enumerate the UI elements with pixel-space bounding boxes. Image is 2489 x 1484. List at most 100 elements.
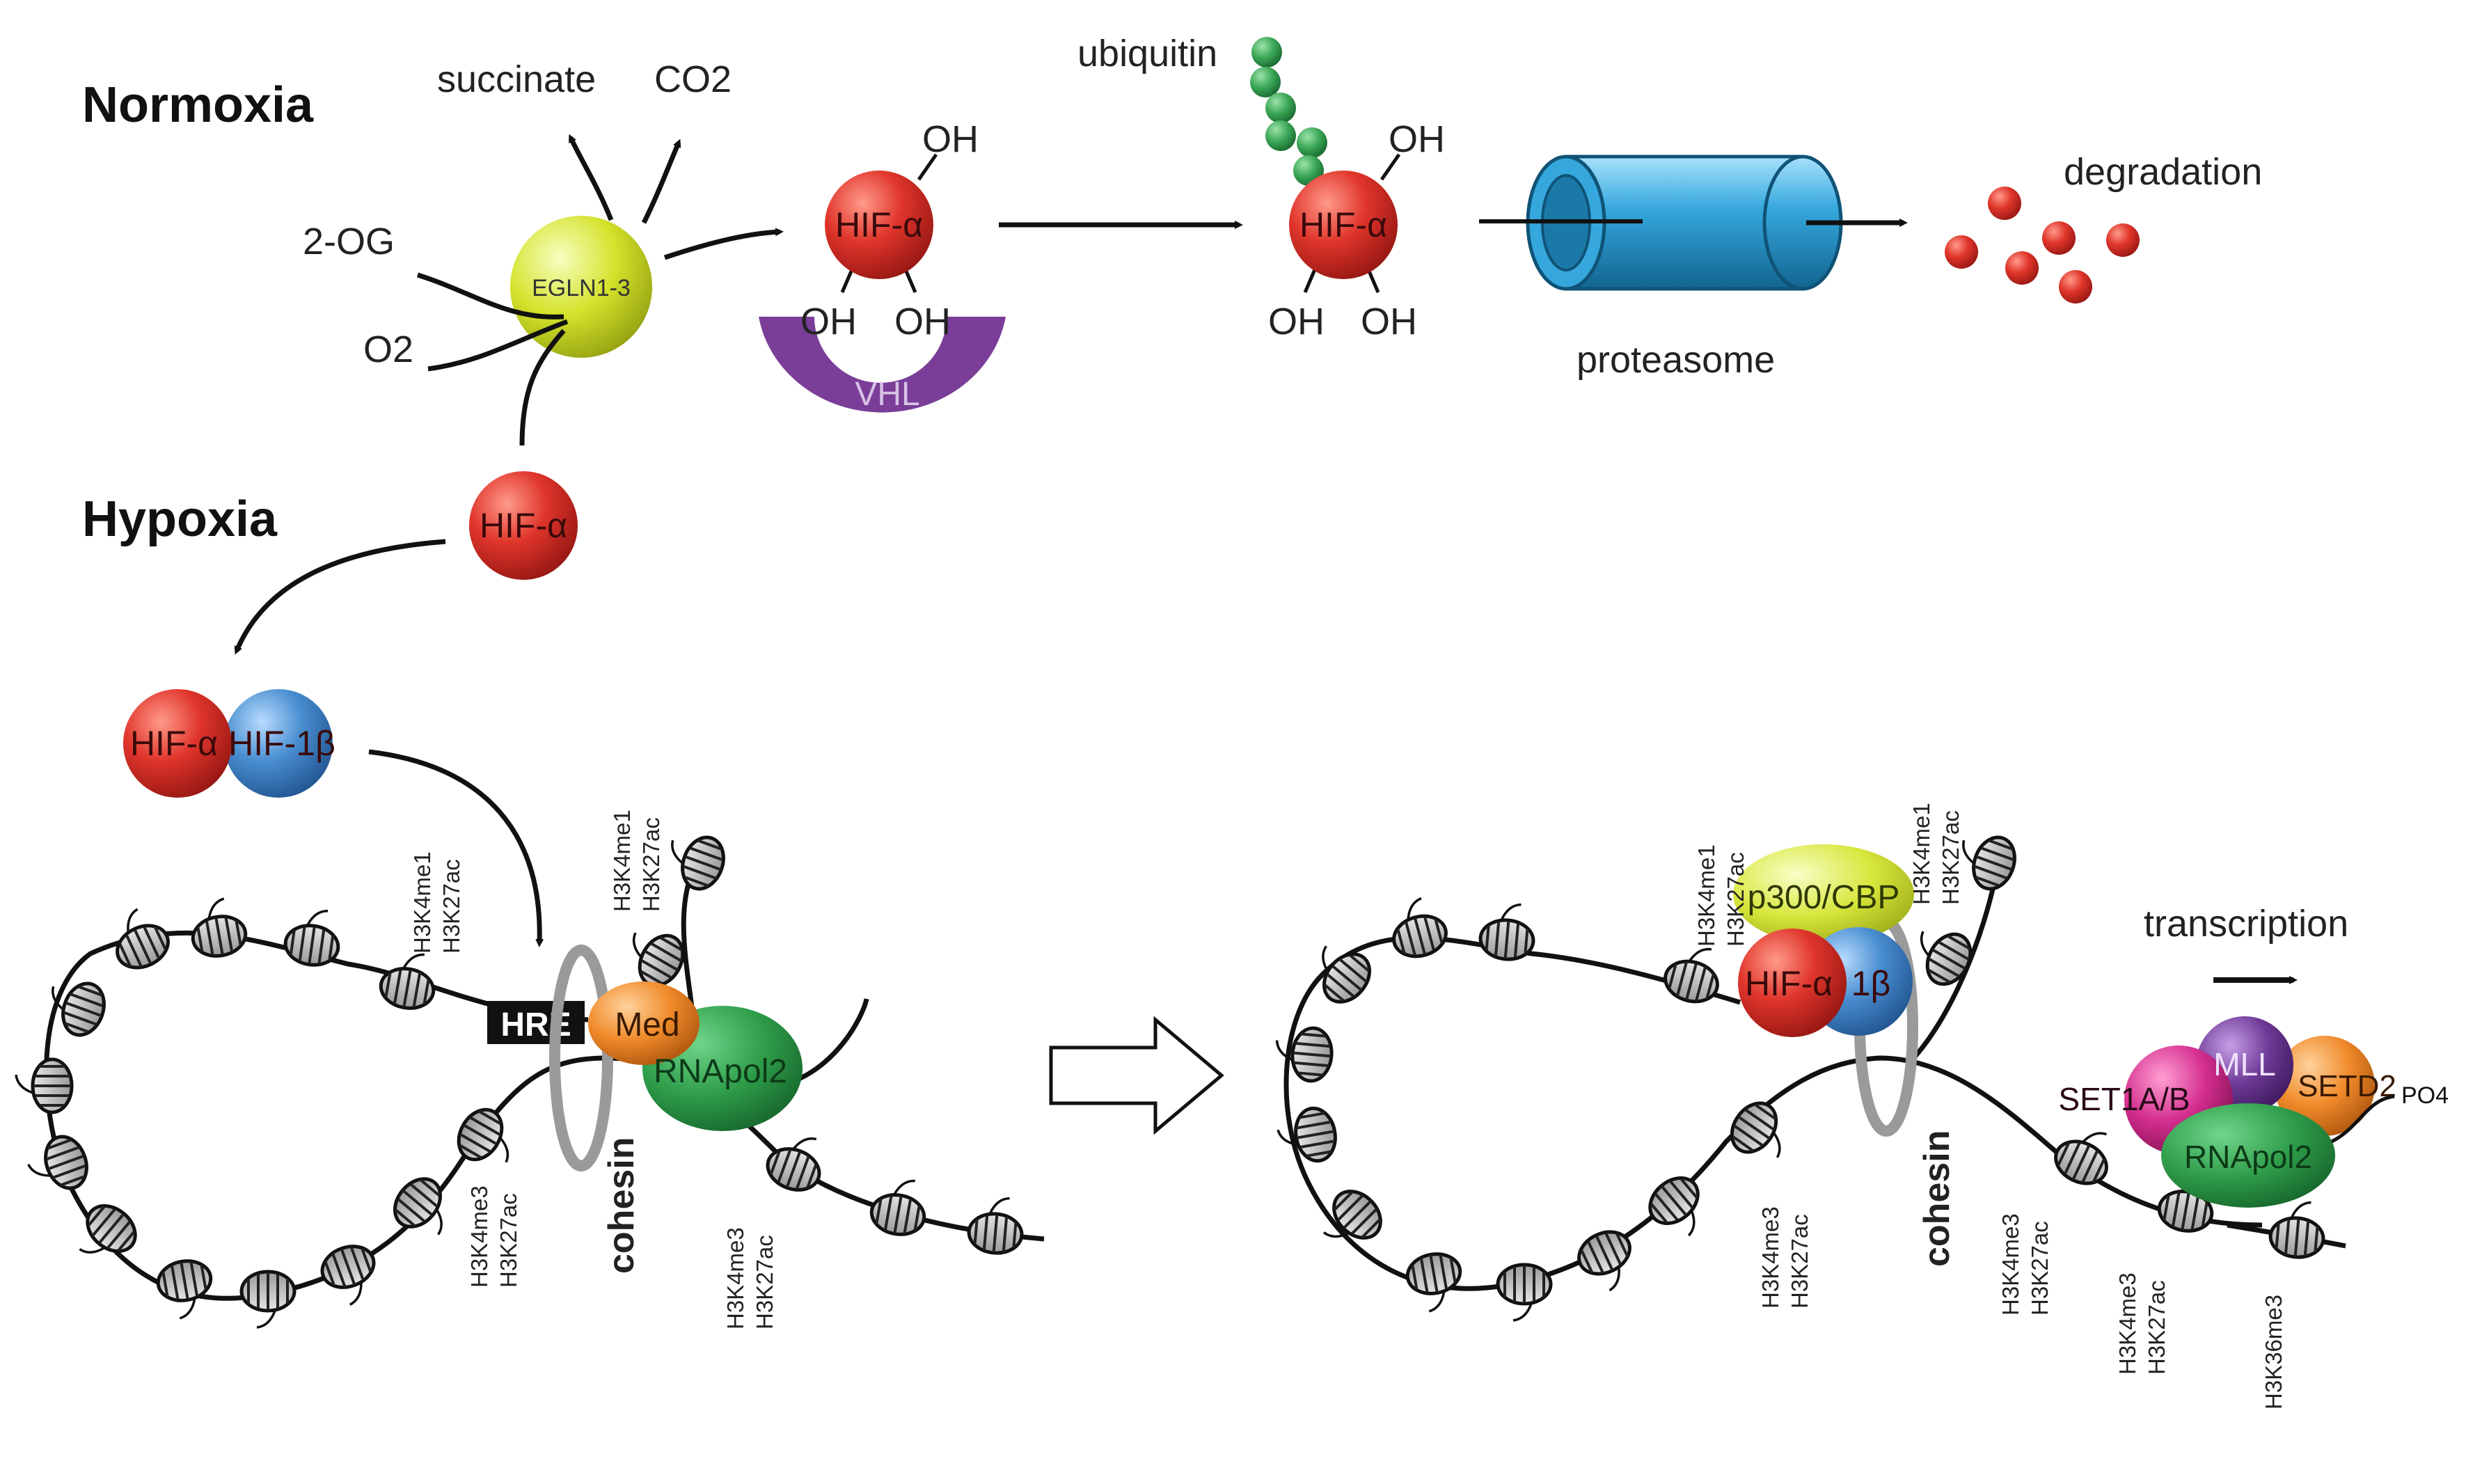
histone-mark: H3K4me3 — [1998, 1213, 2023, 1316]
histone-mark: H3K27ac — [1938, 810, 1963, 905]
histone-mark: H3K4me1 — [409, 851, 435, 954]
histone-mark: H3K27ac — [638, 817, 664, 912]
histone-mark: H3K27ac — [1723, 852, 1748, 947]
nucleosome — [1572, 1224, 1644, 1297]
transcription-label: transcription — [2144, 903, 2348, 945]
vhl-label: VHL — [855, 376, 919, 413]
nucleosome — [1385, 894, 1451, 962]
histone-mark: H3K4me1 — [1693, 844, 1719, 947]
nucleosome — [16, 1059, 72, 1112]
label-2og: 2-OG — [303, 221, 395, 262]
input-o2-curve — [427, 319, 569, 372]
nucleosome — [1641, 1169, 1718, 1245]
degradation-label: degradation — [2064, 151, 2262, 193]
rnapol2-label: RNApol2 — [654, 1053, 787, 1090]
nucleosome — [1723, 1095, 1799, 1170]
nucleosome — [104, 903, 175, 976]
nucleosome — [1313, 1182, 1389, 1258]
setd2-label: SETD2 — [2298, 1069, 2396, 1103]
hypoxia-heading: Hypoxia — [82, 491, 278, 547]
med-label: Med — [615, 1007, 679, 1043]
nucleosome — [242, 1272, 294, 1327]
egln-enzyme: EGLN1-3 — [510, 216, 652, 358]
histone-mark: H3K4me3 — [466, 1185, 492, 1288]
nucleosome — [1498, 1265, 1551, 1320]
ubiquitin-chain — [1250, 37, 1327, 186]
nucleosome — [2049, 1119, 2121, 1192]
cohesin-ring — [549, 945, 613, 1171]
histone-mark: H3K27ac — [752, 1235, 777, 1329]
right-chromatin-panel: cohesin p300/CBP HIF-α 1β transcription … — [1274, 803, 2449, 1410]
hif-beta-label: 1β — [1851, 964, 1891, 1003]
nucleosome — [155, 1257, 217, 1321]
mll-label: MLL — [2213, 1046, 2275, 1082]
nucleosome — [660, 826, 730, 895]
transition-arrow — [1049, 1016, 1224, 1135]
hif-alpha-label: HIF-α — [130, 724, 218, 763]
nucleosome — [1274, 1025, 1334, 1083]
dna-strand — [44, 930, 1045, 1301]
hif-alpha-normoxia-1: HIF-α — [825, 153, 938, 293]
nucleosome — [23, 1131, 93, 1200]
oh-label: OH — [1361, 301, 1417, 342]
hif-label: HIF-α — [835, 205, 923, 244]
hif-alpha-ubiquitinated: HIF-α — [1289, 153, 1401, 293]
hif-alpha-label: HIF-α — [480, 506, 567, 545]
oh-label: OH — [894, 301, 951, 342]
nucleosome — [283, 906, 342, 968]
succinate-arrow — [568, 134, 614, 221]
input-2og-curve — [416, 272, 564, 319]
rnapol2-blob — [2161, 1103, 2335, 1208]
histone-mark: H3K4me1 — [609, 810, 635, 912]
histone-mark: H3K4me3 — [2115, 1272, 2140, 1375]
left-chromatin-panel: HRE cohesin Med RNApol2 H3K4me1 H3K27ac … — [16, 810, 1045, 1329]
oh-label: OH — [922, 118, 979, 160]
binding-arrow — [368, 749, 544, 947]
nucleosome — [762, 1126, 831, 1197]
nucleosome — [187, 896, 249, 960]
nucleosome — [1275, 1105, 1339, 1167]
hif-beta-label: HIF-1β — [228, 724, 335, 763]
cohesin-label: cohesin — [1917, 1130, 1957, 1268]
normoxia-heading: Normoxia — [82, 77, 314, 133]
hif-alpha-hypoxia: HIF-α — [469, 471, 578, 580]
nucleosome — [2269, 1199, 2327, 1259]
label-co2: CO2 — [654, 58, 732, 100]
po4-label: PO4 — [2401, 1082, 2449, 1109]
label-succinate: succinate — [437, 58, 596, 100]
histone-mark: H3K27ac — [2144, 1280, 2170, 1375]
vhl-cup — [759, 317, 1006, 413]
dimerization-arrow — [234, 539, 446, 655]
histone-mark: H3K27ac — [496, 1193, 521, 1288]
histone-mark: H3K4me1 — [1909, 803, 1934, 905]
oh-label: OH — [1389, 118, 1445, 160]
histone-mark: H3K27ac — [2027, 1221, 2053, 1316]
hif-in-curve — [519, 329, 566, 446]
nucleosome — [967, 1195, 1025, 1255]
degradation-fragments — [1945, 187, 2140, 303]
histone-mark: H3K4me3 — [722, 1227, 748, 1329]
p300-blob — [1733, 844, 1914, 945]
proteasome-label: proteasome — [1577, 339, 1775, 381]
histone-mark: H3K4me3 — [1757, 1206, 1783, 1309]
hre-box — [487, 1001, 585, 1044]
label-o2: O2 — [363, 329, 413, 370]
nucleosome — [869, 1174, 931, 1238]
hif-alpha-ball — [1738, 929, 1847, 1037]
set1-label: SET1A/B — [2058, 1081, 2190, 1117]
rnapol2-label: RNApol2 — [2184, 1139, 2312, 1175]
med-blob — [588, 981, 700, 1065]
nucleosome — [1405, 1250, 1467, 1314]
oh-label: OH — [1268, 301, 1325, 342]
hif-dimer: HIF-α HIF-1β — [123, 689, 335, 798]
setd2-ball — [2275, 1036, 2375, 1136]
histone-mark: H3K36me3 — [2261, 1295, 2286, 1410]
histone-mark: H3K27ac — [1787, 1214, 1812, 1309]
nucleosome — [68, 1197, 144, 1273]
co2-arrow — [641, 139, 681, 224]
p300-label: p300/CBP — [1748, 879, 1900, 916]
histone-mark: H3K27ac — [438, 859, 464, 954]
hif-label: HIF-α — [1299, 205, 1387, 244]
ctd-tail — [2330, 1094, 2395, 1144]
